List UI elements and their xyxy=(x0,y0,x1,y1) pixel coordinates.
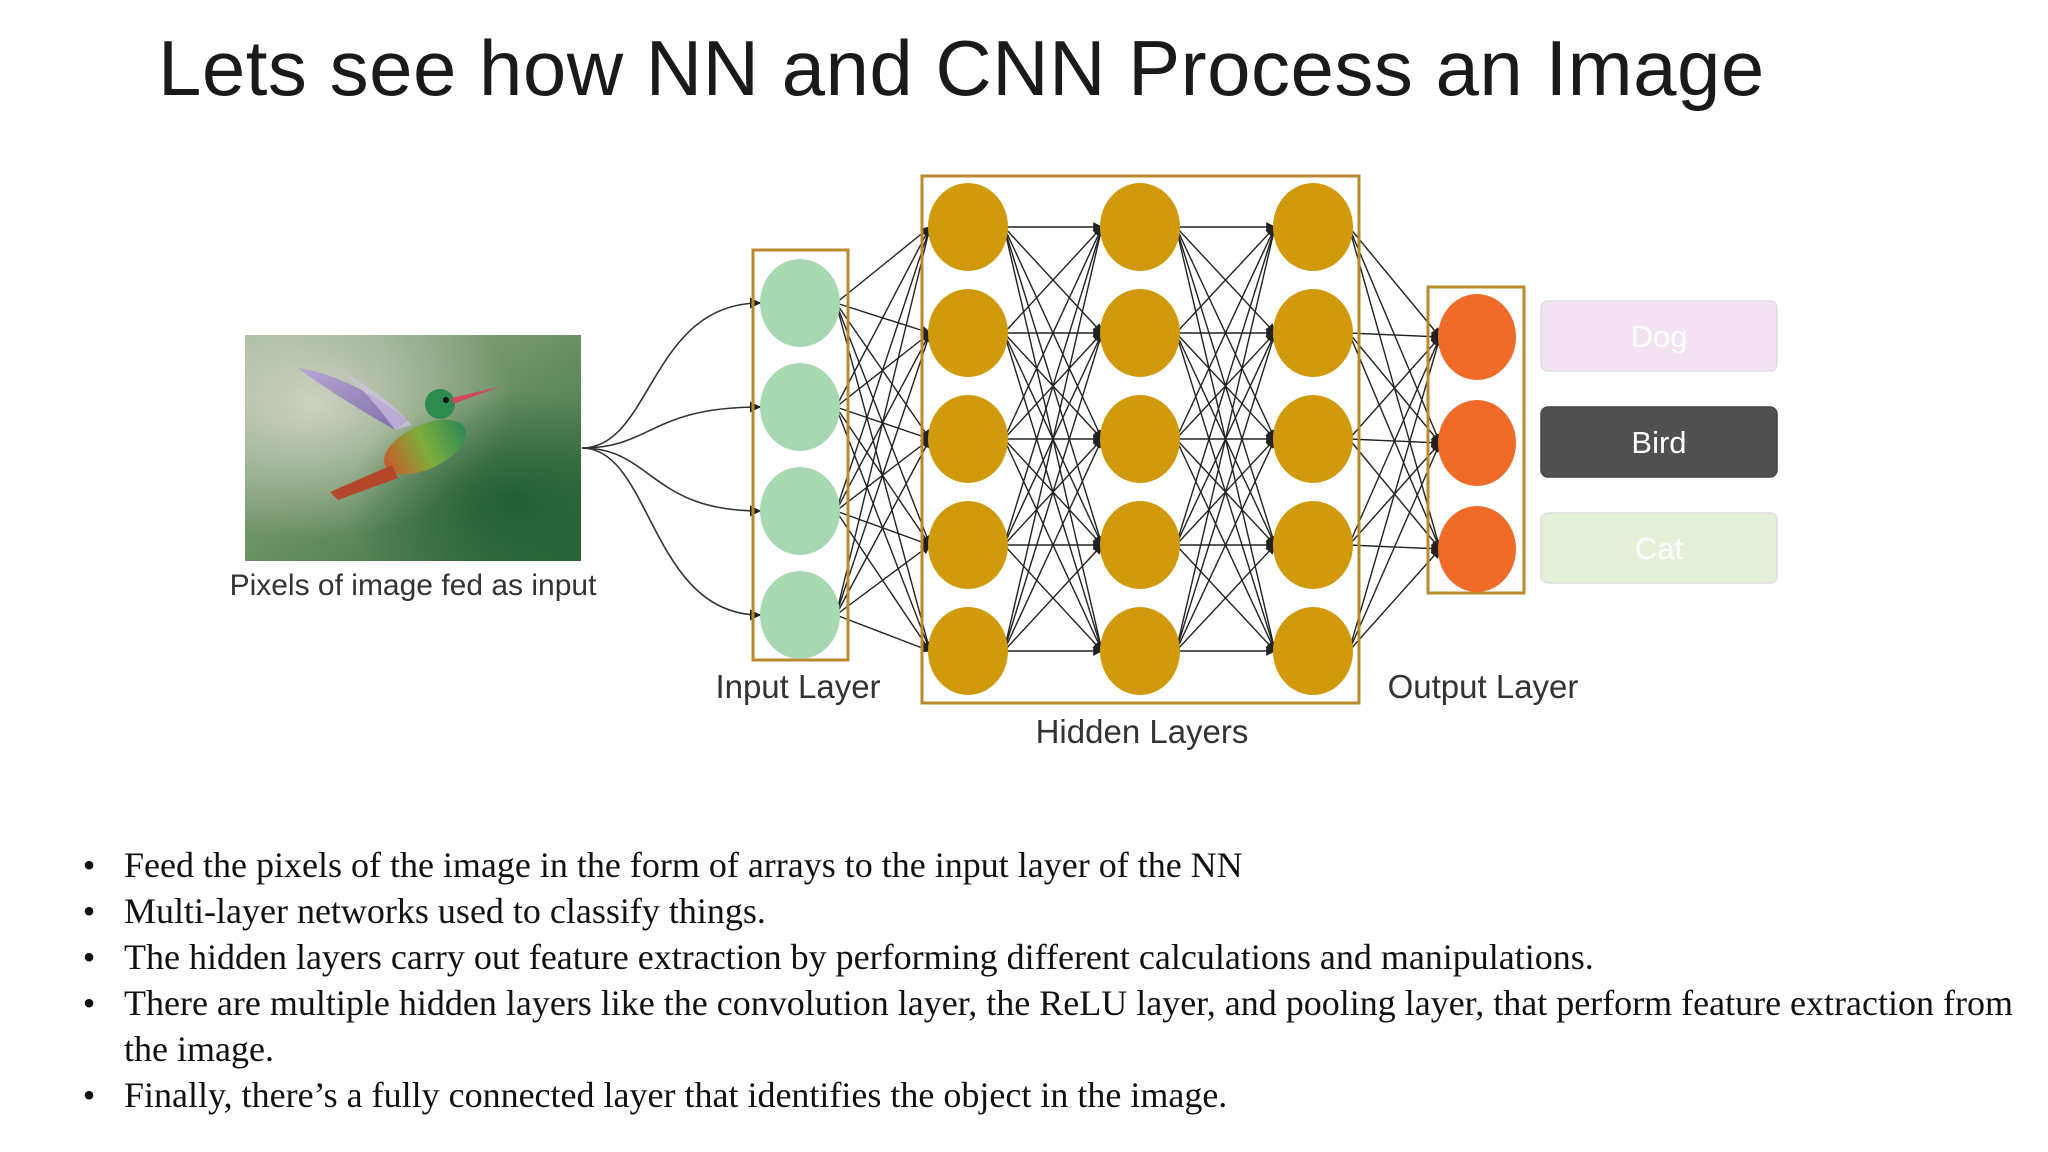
output-layer-frame xyxy=(1426,285,1526,595)
hidden-node xyxy=(928,395,1008,483)
hidden-node xyxy=(928,289,1008,377)
hidden-node xyxy=(1273,607,1353,695)
connection-edge xyxy=(835,614,931,653)
layer-nodes xyxy=(760,183,1516,695)
connection-edge xyxy=(1003,226,1105,546)
output-label-box xyxy=(1540,512,1778,584)
input-caption: Pixels of image fed as input xyxy=(230,569,598,602)
connection-edge xyxy=(1003,544,1103,652)
connection-edge xyxy=(835,226,932,512)
bullet-item: •There are multiple hidden layers like t… xyxy=(82,983,2013,1069)
output-node xyxy=(1438,506,1516,592)
bullet-item: •Finally, there’s a fully connected laye… xyxy=(82,1075,1228,1115)
hummingbird-image xyxy=(245,335,581,561)
connection-edge xyxy=(835,406,932,652)
connection-edge xyxy=(1003,332,1105,652)
connection-edge xyxy=(1003,226,1105,652)
connection-edge xyxy=(1175,332,1278,652)
connection-edges xyxy=(835,222,1443,656)
connection-edge xyxy=(1175,226,1276,440)
connection-edge xyxy=(1003,226,1103,334)
input-fan-arrow xyxy=(581,447,762,621)
connection-edge xyxy=(835,302,932,546)
hidden-node xyxy=(1273,501,1353,589)
hidden-node xyxy=(1273,289,1353,377)
output-node xyxy=(1438,294,1516,380)
input-fan-arrow xyxy=(581,447,762,517)
connection-edge xyxy=(835,332,932,616)
connection-edge xyxy=(1348,442,1441,652)
connection-edge xyxy=(1175,226,1278,546)
output-label-dog: Dog xyxy=(1540,300,1778,372)
connection-edge xyxy=(835,226,931,408)
hidden-node xyxy=(1273,183,1353,271)
connection-edge xyxy=(1348,331,1441,342)
input-layer-frame xyxy=(751,248,850,662)
output-label-text: Cat xyxy=(1635,531,1684,566)
connection-edge xyxy=(1348,226,1441,338)
output-label-box xyxy=(1540,406,1778,478)
bullet-list: •Feed the pixels of the image in the for… xyxy=(70,842,2030,1118)
connection-edge xyxy=(835,226,933,616)
input-layer-label: Input Layer xyxy=(715,668,880,705)
hidden-layers-label: Hidden Layers xyxy=(1036,713,1249,750)
connection-edge xyxy=(1175,226,1276,334)
input-node xyxy=(760,363,840,451)
connection-edge xyxy=(835,438,931,616)
hidden-node xyxy=(1100,183,1180,271)
connection-edge xyxy=(1348,336,1441,546)
bullet-item: •Multi-layer networks used to classify t… xyxy=(82,891,766,931)
output-label-box xyxy=(1540,300,1778,372)
input-fan-arrow xyxy=(581,297,762,449)
hidden-node xyxy=(1273,395,1353,483)
input-node xyxy=(760,259,840,347)
connection-edge xyxy=(835,226,931,304)
connection-edge xyxy=(1348,336,1441,440)
output-label-text: Dog xyxy=(1631,319,1688,354)
output-layer-label: Output Layer xyxy=(1388,668,1579,705)
connection-edge xyxy=(835,510,931,652)
bullet-item: •Feed the pixels of the image in the for… xyxy=(82,845,1243,885)
hidden-node xyxy=(928,607,1008,695)
connection-edge xyxy=(835,544,931,616)
input-fan-arrow xyxy=(581,401,762,449)
hidden-node xyxy=(1100,607,1180,695)
input-node xyxy=(760,571,840,659)
connection-edge xyxy=(1003,226,1103,440)
connection-edge xyxy=(1175,438,1276,652)
neural-network-diagram: Pixels of image fed as input DogBirdCat … xyxy=(230,174,1778,750)
bullet-item: •The hidden layers carry out feature ext… xyxy=(82,937,1594,977)
hidden-node xyxy=(928,501,1008,589)
input-fan-arrows xyxy=(581,297,762,621)
output-label-cat: Cat xyxy=(1540,512,1778,584)
connection-edge xyxy=(1348,548,1441,652)
hidden-node xyxy=(1100,395,1180,483)
connection-edge xyxy=(1175,544,1276,652)
connection-edge xyxy=(1175,226,1278,652)
output-label-bird: Bird xyxy=(1540,406,1778,478)
hidden-node xyxy=(1100,501,1180,589)
input-node xyxy=(760,467,840,555)
connection-edge xyxy=(1003,438,1103,652)
output-label-text: Bird xyxy=(1631,425,1686,460)
slide-title: Lets see how NN and CNN Process an Image xyxy=(158,24,1765,112)
connection-edge xyxy=(1348,336,1443,652)
hidden-node xyxy=(928,183,1008,271)
hidden-node xyxy=(1100,289,1180,377)
hidden-layers-frame xyxy=(920,174,1361,705)
output-node xyxy=(1438,400,1516,486)
